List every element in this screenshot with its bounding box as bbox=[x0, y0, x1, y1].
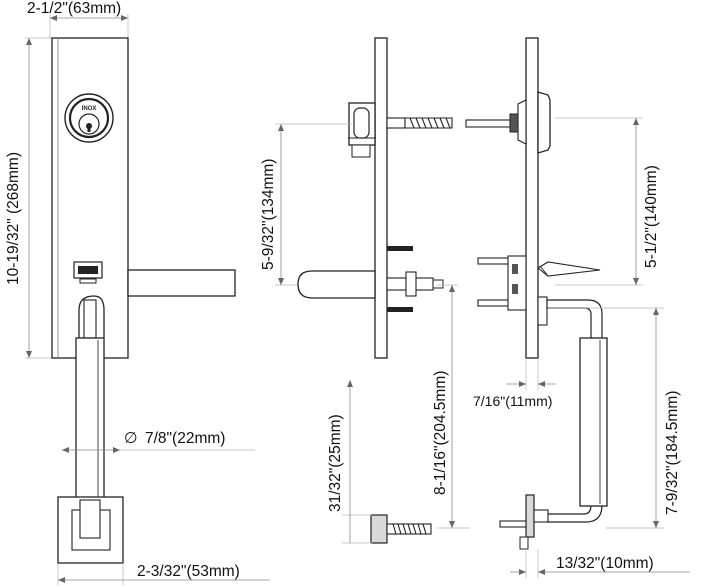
screw-spacing-label: 5-1/2"(140mm) bbox=[643, 165, 660, 268]
plate-height-label: 10-19/32" (268mm) bbox=[5, 152, 22, 285]
handle-diameter-label: 7/8"(22mm) bbox=[145, 430, 225, 447]
side-view-center: 5-9/32"(134mm) 8-1/16"(204.5mm) 31/32"(2… bbox=[260, 37, 470, 544]
side-lever bbox=[297, 270, 376, 299]
plate-thickness-label: 7/16"(11mm) bbox=[473, 393, 552, 409]
mount-height-label: 8-1/16"(204.5mm) bbox=[432, 371, 449, 495]
side-view-right: 5-1/2"(140mm) 7-9/32"(184.5mm) bbox=[465, 37, 690, 578]
key-cylinder: INOX bbox=[64, 93, 114, 143]
right-handle-grip bbox=[579, 337, 608, 507]
handle-grip bbox=[75, 337, 105, 507]
spindle-spacing-label: 5-9/32"(134mm) bbox=[260, 159, 277, 270]
side-plate bbox=[374, 37, 388, 359]
screw-length-label: 31/32"(25mm) bbox=[327, 414, 344, 512]
bottom-rose-width-label: 2-3/32"(53mm) bbox=[137, 563, 240, 580]
front-view: 2-1/2"(63mm) 10-19/32" (268mm) INOX bbox=[5, 0, 270, 585]
logo-text: INOX bbox=[82, 106, 97, 112]
mounting-screw bbox=[370, 514, 432, 544]
right-plate bbox=[525, 37, 539, 359]
handle-length-label: 7-9/32"(184.5mm) bbox=[664, 391, 681, 515]
thumb-mechanism bbox=[477, 255, 601, 311]
right-bottom-rose bbox=[499, 494, 549, 550]
right-tailpiece bbox=[465, 119, 511, 128]
front-lever bbox=[127, 269, 236, 297]
diameter-symbol: ∅ bbox=[124, 430, 138, 447]
bottom-projection-label: 13/32"(10mm) bbox=[556, 555, 654, 572]
plate-width-label: 2-1/2"(63mm) bbox=[27, 0, 121, 17]
right-cylinder bbox=[537, 91, 551, 154]
